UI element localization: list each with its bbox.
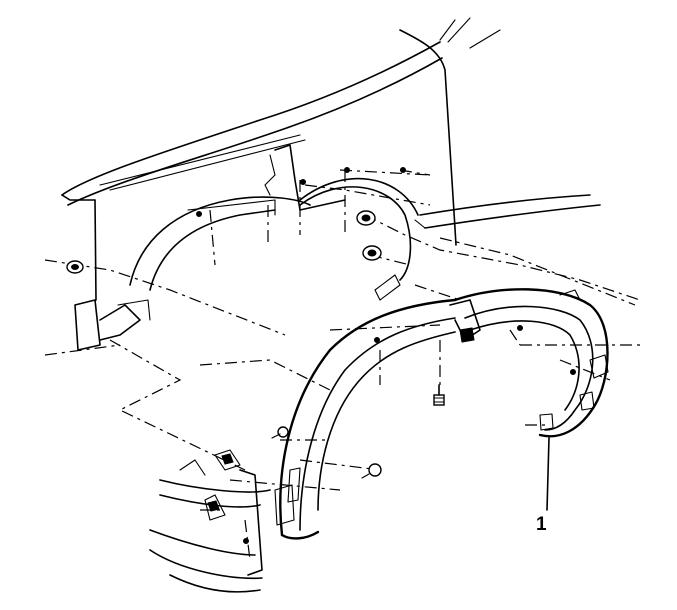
nut-upper-1 [356, 210, 376, 226]
screw-dot-5 [374, 337, 380, 343]
callout-label-1: 1 [536, 514, 547, 535]
bumper-area [149, 449, 271, 593]
fender-panel [61, 17, 601, 351]
callout-leader-line [546, 437, 550, 511]
nut-upper-2 [362, 245, 382, 261]
screw-dot-3 [344, 167, 350, 173]
screw-left [271, 426, 289, 439]
screw-dot-6 [517, 325, 523, 331]
screw-dot-2 [300, 179, 306, 185]
screw-dot-4 [400, 167, 406, 173]
screw-dot-7 [570, 369, 576, 375]
screw-right [361, 463, 382, 479]
fender-flare [274, 288, 609, 540]
alignment-lines [44, 169, 645, 561]
nut-front [66, 260, 84, 274]
screw-dot-8 [243, 538, 249, 544]
screw-dot-1 [196, 211, 202, 217]
bolt-center [433, 384, 445, 406]
fasteners [66, 167, 576, 544]
